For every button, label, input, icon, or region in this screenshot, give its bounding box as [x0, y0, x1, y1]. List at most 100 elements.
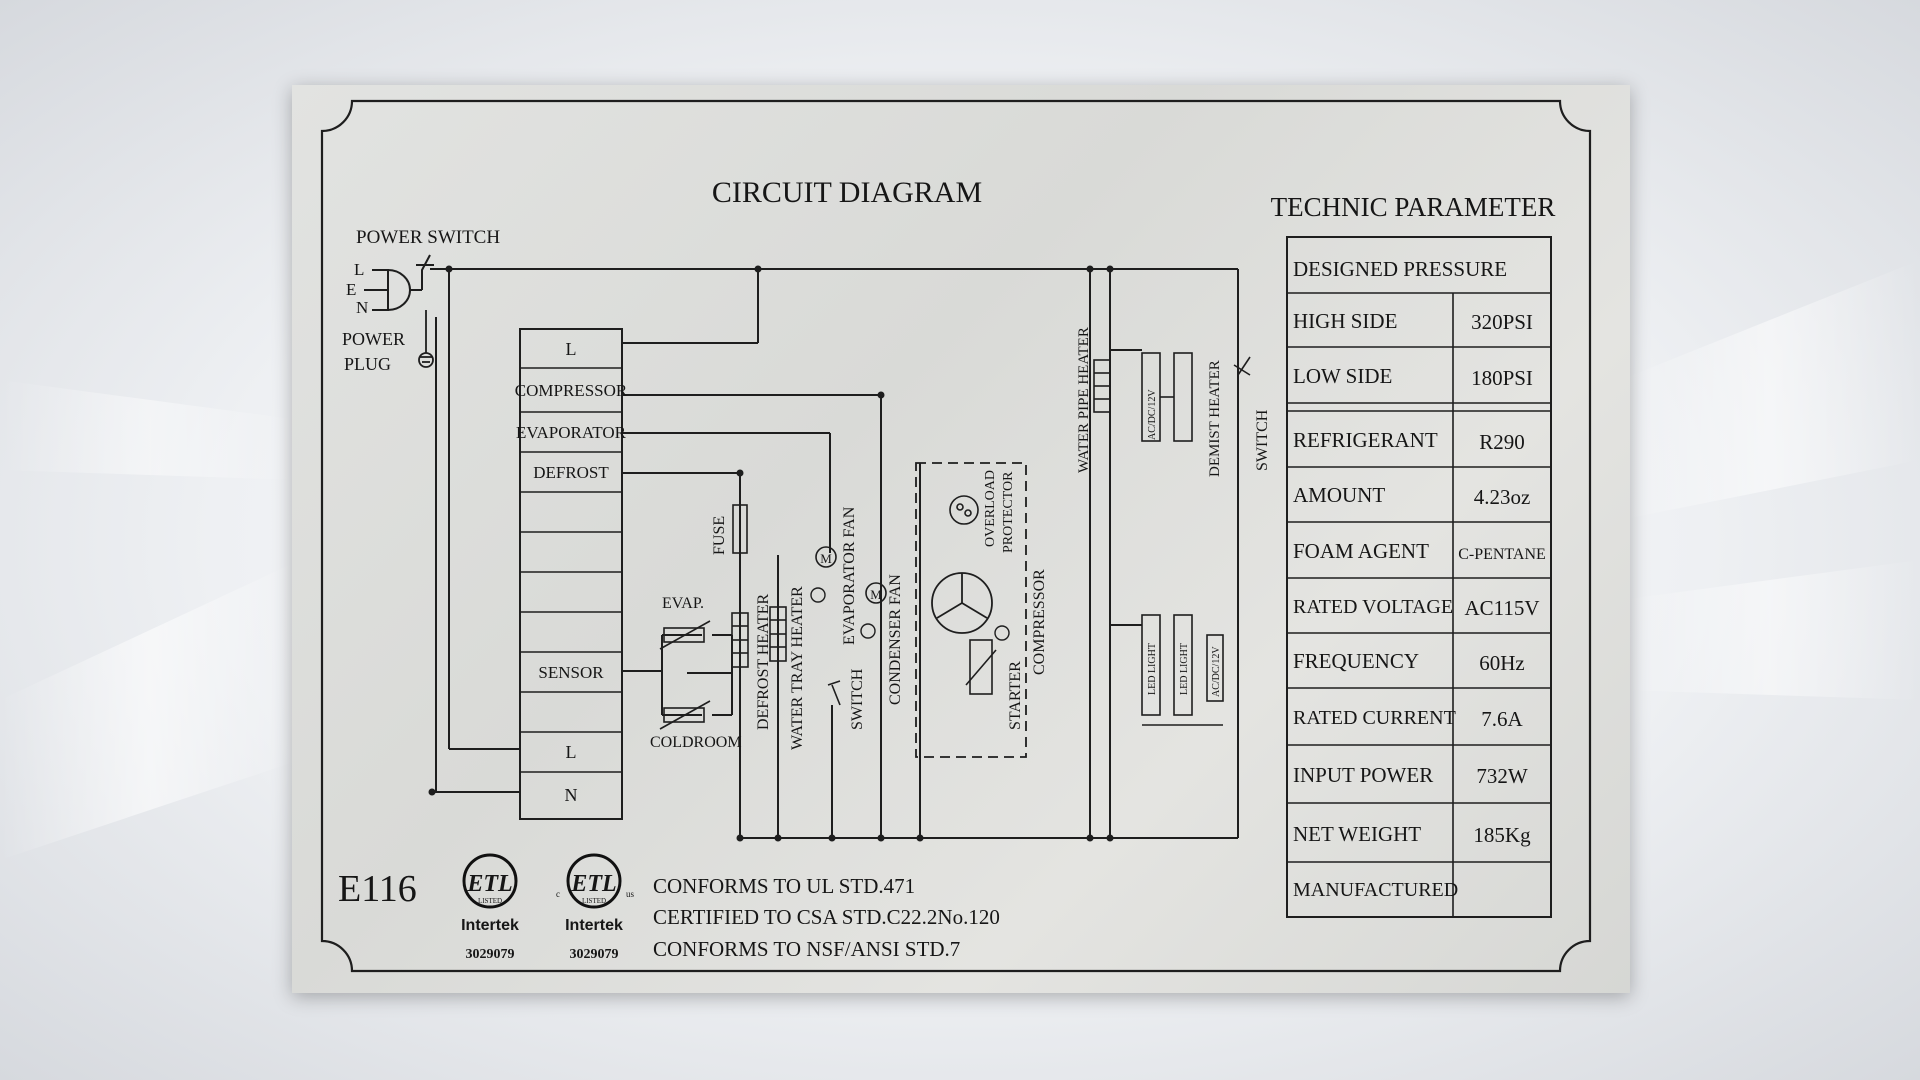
- param-label-rated-voltage: RATED VOLTAGE: [1293, 596, 1453, 618]
- param-value-rated-current: 7.6A: [1481, 707, 1523, 731]
- starter-label: STARTER: [1007, 661, 1024, 730]
- evap-sensor-label: EVAP.: [662, 595, 704, 612]
- etl-logo-2: ETL LISTED c us: [556, 853, 635, 909]
- overload-protector-symbol: [949, 495, 979, 525]
- water-pipe-heater-label: WATER PIPE HEATER: [1076, 327, 1092, 473]
- svg-text:M: M: [870, 587, 882, 602]
- plug-pin-l: L: [354, 260, 364, 279]
- evaporator-fan-motor: M: [810, 546, 837, 603]
- circuit-diagram-drawing: CIRCUIT DIAGRAM POWER SWITCH L E N POWER…: [320, 99, 1592, 973]
- led-light-label-1: LED LIGHT: [1147, 643, 1158, 695]
- overload-protector-label-1: OVERLOAD: [983, 470, 998, 547]
- water-pipe-heater-symbol: [1093, 359, 1111, 413]
- led-supply-label: AC/DC/12V: [1211, 646, 1222, 697]
- etl-logo-2-c: c: [556, 889, 560, 899]
- fuse-symbol: [732, 504, 748, 554]
- compressor-label: COMPRESSOR: [1031, 569, 1048, 675]
- demist-supply-label: AC/DC/12V: [1147, 389, 1158, 440]
- param-label-foam-agent: FOAM AGENT: [1293, 539, 1429, 563]
- power-plug-symbol: [364, 254, 434, 311]
- param-value-frequency: 60Hz: [1479, 651, 1525, 675]
- fuse-label: FUSE: [711, 516, 728, 555]
- param-value-net-weight: 185Kg: [1473, 823, 1531, 847]
- param-value-refrigerant: R290: [1479, 430, 1525, 454]
- param-label-refrigerant: REFRIGERANT: [1293, 428, 1438, 452]
- svg-text:M: M: [820, 551, 832, 566]
- starter-symbol: [965, 639, 997, 695]
- compressor-ground-icon: [994, 625, 1010, 641]
- power-switch-label: POWER SWITCH: [356, 227, 500, 248]
- coldroom-sensor-symbol: [659, 700, 711, 730]
- param-value-low-side: 180PSI: [1471, 366, 1533, 390]
- conformity-line-3: CONFORMS TO NSF/ANSI STD.7: [653, 937, 960, 961]
- defrost-heater-label: DEFROST HEATER: [755, 594, 772, 730]
- terminal-l-top: L: [566, 339, 577, 359]
- condenser-fan-label: CONDENSER FAN: [887, 574, 904, 705]
- right-switch-label: SWITCH: [1254, 409, 1271, 471]
- param-label-input-power: INPUT POWER: [1293, 763, 1433, 787]
- terminal-evaporator: EVAPORATOR: [516, 423, 627, 442]
- diagram-title: CIRCUIT DIAGRAM: [712, 176, 982, 209]
- etl-logo-2-us: us: [626, 889, 635, 899]
- table-header-designed-pressure: DESIGNED PRESSURE: [1293, 257, 1507, 281]
- coldroom-sensor-label: COLDROOM: [650, 734, 742, 751]
- intertek-number-2: 3029079: [570, 947, 619, 962]
- left-switch-symbol: [827, 680, 841, 706]
- plug-pin-e: E: [346, 280, 356, 299]
- plug-pin-n: N: [356, 298, 368, 317]
- param-value-input-power: 732W: [1476, 764, 1528, 788]
- compressor-motor-symbol: [931, 572, 993, 634]
- power-plug-label-2: PLUG: [344, 354, 391, 374]
- intertek-brand-2: Intertek: [565, 917, 623, 934]
- evap-sensor-symbol: [659, 620, 711, 650]
- overload-protector-label-2: PROTECTOR: [1001, 471, 1016, 553]
- conformity-line-1: CONFORMS TO UL STD.471: [653, 874, 915, 898]
- intertek-number-1: 3029079: [466, 947, 515, 962]
- param-label-low-side: LOW SIDE: [1293, 364, 1392, 388]
- param-label-manufactured: MANUFACTURED: [1293, 879, 1458, 901]
- technic-parameter-table: DESIGNED PRESSURE HIGH SIDE 320PSI LOW S…: [1286, 236, 1552, 918]
- conformity-line-2: CERTIFIED TO CSA STD.C22.2No.120: [653, 905, 1000, 929]
- terminal-l-bottom: L: [566, 742, 577, 762]
- etl-logo-1: ETL LISTED: [462, 853, 518, 909]
- right-switch-symbol: [1233, 356, 1251, 376]
- power-plug-label-1: POWER: [342, 329, 405, 349]
- terminal-n: N: [565, 785, 578, 805]
- label-plate: CIRCUIT DIAGRAM POWER SWITCH L E N POWER…: [292, 85, 1630, 993]
- param-value-foam-agent: C-PENTANE: [1458, 546, 1546, 563]
- evaporator-fan-label: EVAPORATOR FAN: [841, 506, 858, 645]
- plate-border: [320, 99, 1592, 973]
- intertek-brand-1: Intertek: [461, 917, 519, 934]
- param-value-high-side: 320PSI: [1471, 310, 1533, 334]
- param-label-amount: AMOUNT: [1293, 483, 1385, 507]
- param-label-net-weight: NET WEIGHT: [1293, 822, 1421, 846]
- junction-dots: [428, 265, 1114, 842]
- svg-text:ETL: ETL: [570, 871, 616, 897]
- etl-logo-2-listed: LISTED: [582, 897, 606, 905]
- demist-heater-label: DEMIST HEATER: [1207, 360, 1223, 477]
- compressor-dashed-box: [915, 462, 1027, 758]
- svg-text:ETL: ETL: [466, 871, 512, 897]
- param-value-rated-voltage: AC115V: [1464, 596, 1539, 620]
- model-code: E116: [338, 868, 417, 910]
- terminal-compressor: COMPRESSOR: [515, 381, 628, 400]
- defrost-heater-symbol: [731, 612, 749, 668]
- demist-supply-box: [1141, 352, 1193, 442]
- circuit-wires: [430, 268, 1239, 839]
- technic-parameter-title: TECHNIC PARAMETER: [1271, 192, 1556, 222]
- terminal-block: L COMPRESSOR EVAPORATOR DEFROST SENSOR L…: [515, 328, 628, 820]
- ground-icon: [418, 310, 434, 368]
- left-switch-label: SWITCH: [849, 668, 866, 730]
- param-label-frequency: FREQUENCY: [1293, 649, 1419, 673]
- etl-logo-1-listed: LISTED: [478, 897, 502, 905]
- param-label-rated-current: RATED CURRENT: [1293, 707, 1456, 729]
- water-tray-heater-symbol: [769, 606, 787, 662]
- terminal-defrost: DEFROST: [533, 463, 609, 482]
- condenser-fan-motor: M: [860, 582, 887, 639]
- param-label-high-side: HIGH SIDE: [1293, 309, 1397, 333]
- water-tray-heater-label: WATER TRAY HEATER: [789, 586, 806, 750]
- param-value-amount: 4.23oz: [1474, 485, 1531, 509]
- led-light-label-2: LED LIGHT: [1179, 643, 1190, 695]
- terminal-sensor: SENSOR: [538, 663, 604, 682]
- led-lights-symbol: [1141, 614, 1224, 726]
